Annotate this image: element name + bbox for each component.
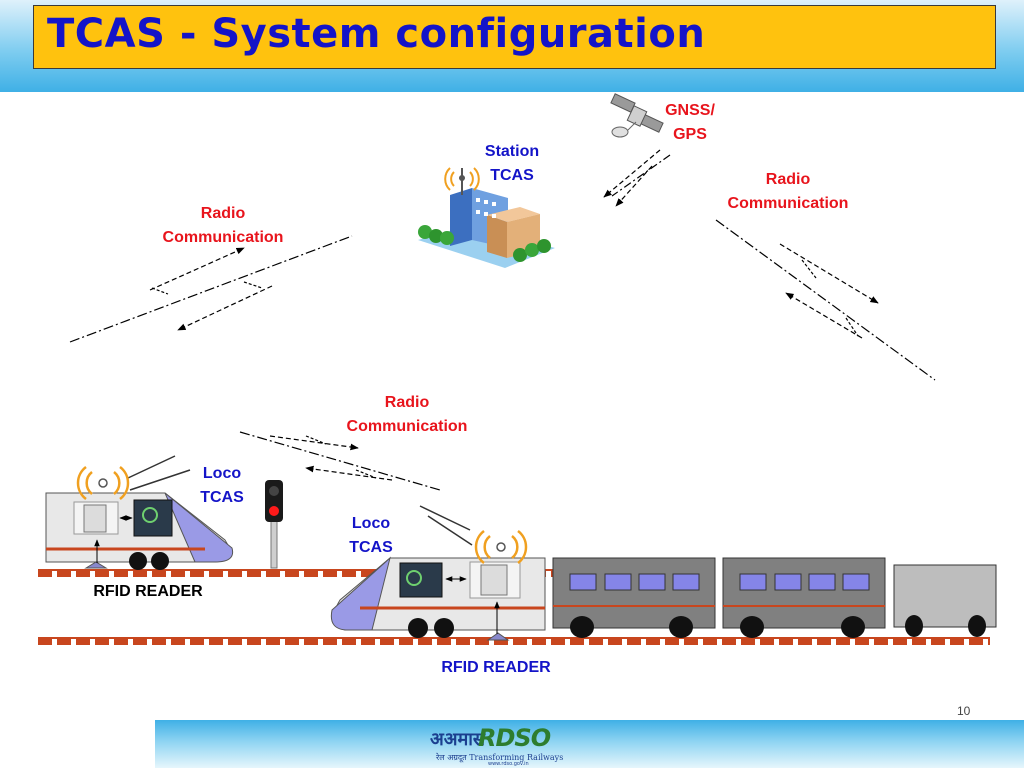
loco-tcas-label-right: Loco TCAS [334,512,408,560]
rfid-right-text: RFID READER [441,659,551,676]
radio-label-middle: Radio Communication [327,391,487,439]
rail-track-lower [38,637,990,645]
left-link-line [69,235,353,343]
loco-left [45,455,234,570]
loco-right-line-1: Loco [351,515,391,532]
left-link-arrow-up [149,247,245,291]
mid-link-line [239,431,441,491]
rfid-reader-label-left: RFID READER [72,580,224,604]
gnss-link-arrow-1 [603,149,661,198]
rfid-left-text: RFID READER [93,583,203,600]
left-link-arrow-down [177,285,273,331]
loco-left-line-1: Loco [202,465,242,482]
gnss-link-arrow-2 [615,165,653,207]
loco-right [330,505,546,641]
footer-band [155,720,1024,768]
page-number: 10 [957,704,971,718]
radio-right-line-1: Radio [765,171,811,188]
coach-2 [722,557,886,638]
rfid-reader-label-right: RFID READER [420,656,572,680]
radio-label-right: Radio Communication [708,168,868,216]
station-building-icon [418,167,555,268]
station-label-line-2: TCAS [490,167,534,184]
mid-link-arrow-left [305,465,393,481]
right-link-line [715,219,936,381]
logo-rdso-text: RDSO [478,724,551,752]
radio-label-left: Radio Communication [143,202,303,250]
logo-hindi-text: अअमासं [430,729,486,750]
radio-mid-line-1: Radio [384,394,430,411]
logo-url: www.rdso.gov.in [488,761,529,767]
right-link-arrow-up [785,292,863,339]
radio-mid-line-2: Communication [346,418,468,435]
coach-3 [893,564,997,637]
loco-right-line-2: TCAS [349,539,393,556]
loco-tcas-label-left: Loco TCAS [185,462,259,510]
station-tcas-label: Station TCAS [462,140,562,188]
radio-right-line-2: Communication [727,195,849,212]
gnss-label-line-2: GPS [673,126,707,143]
mid-link-arrow-right [269,435,359,451]
radio-left-line-1: Radio [200,205,246,222]
railway-signal-icon [265,480,283,569]
loco-left-line-2: TCAS [200,489,244,506]
rdso-logo: अअमासं RDSO रेल अग्रदूत Transforming Rai… [430,724,580,767]
gnss-label: GNSS/ GPS [650,99,730,147]
radio-left-line-2: Communication [162,229,284,246]
satellite-icon [610,93,664,138]
title-box: TCAS - System configuration [33,5,996,69]
gnss-label-line-1: GNSS/ [665,102,715,119]
station-label-line-1: Station [484,143,540,160]
right-link-arrow-down [779,243,879,304]
page-title: TCAS - System configuration [47,11,706,57]
coach-1 [552,557,716,638]
gnss-link-line [611,154,671,197]
logo-tagline: रेल अग्रदूत Transforming Railways [436,753,564,762]
